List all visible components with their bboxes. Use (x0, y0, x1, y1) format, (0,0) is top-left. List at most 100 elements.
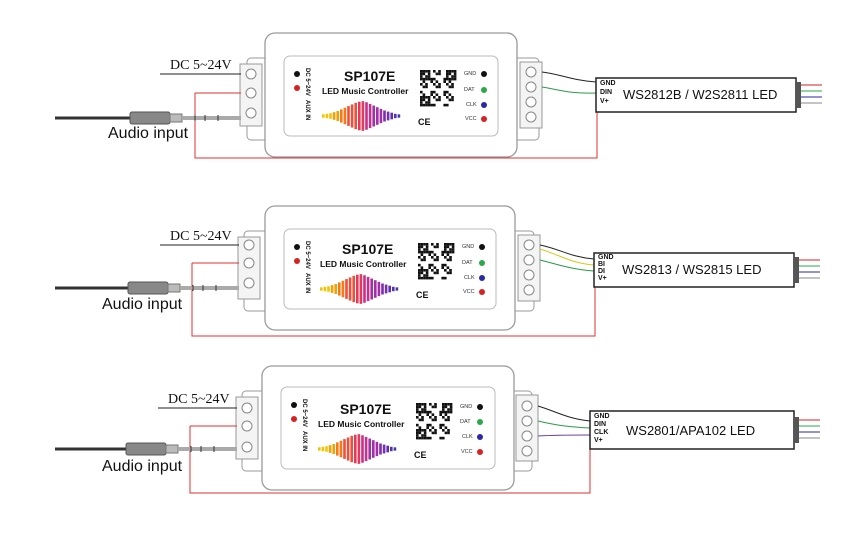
qr-module (436, 256, 439, 259)
controller-pin-gnd: GND (460, 404, 473, 410)
qr-module (433, 83, 436, 86)
equalizer-bar (370, 278, 373, 300)
qr-module (444, 256, 447, 259)
strip-output-wires (801, 84, 822, 104)
qr-module (429, 423, 432, 427)
strip-pin-di: DI (598, 268, 605, 275)
backup-data-wire (539, 248, 595, 266)
controller-aux-side-label: AUX IN (304, 273, 310, 294)
qr-module (438, 83, 441, 86)
strip-type-label: WS2812B / W2S2811 LED (623, 87, 778, 102)
qr-module (453, 70, 457, 73)
qr-module (416, 431, 419, 435)
qr-module (430, 93, 433, 96)
qr-module (423, 405, 427, 409)
qr-module (418, 243, 421, 246)
pin-indicator-dots (294, 71, 487, 122)
equalizer-bar (339, 440, 343, 458)
strip-pin-clk: CLK (594, 429, 609, 436)
equalizer-bar (372, 105, 375, 127)
qr-module (443, 80, 446, 83)
qr-module (431, 405, 435, 409)
qr-module (433, 103, 436, 107)
qr-module (448, 85, 452, 89)
qr-module (418, 248, 421, 251)
strip-type-label: WS2813 / WS2815 LED (622, 262, 762, 277)
qr-module (438, 96, 441, 99)
qr-module (425, 245, 429, 249)
qr-module (422, 80, 426, 83)
equalizer-bar (384, 284, 388, 294)
qr-module (444, 410, 448, 414)
qr-module (431, 276, 434, 280)
qr-module (423, 408, 427, 411)
controller-pin-clk: CLK (462, 434, 473, 440)
qr-module (426, 426, 429, 429)
qr-module (436, 271, 439, 275)
led-strip-connector (595, 77, 797, 113)
qr-module (443, 77, 446, 81)
qr-module (420, 271, 424, 275)
qr-module (442, 423, 445, 427)
equalizer-bar (386, 445, 389, 453)
equalizer-bar (363, 275, 366, 303)
qr-module (416, 436, 419, 440)
qr-module (423, 248, 426, 251)
qr-module (451, 85, 454, 89)
equalizer-bar (372, 440, 375, 458)
qr-module (418, 269, 421, 272)
equalizer-bar (356, 274, 359, 304)
qr-module (447, 403, 450, 406)
qr-module (444, 405, 448, 409)
audio-jack (55, 111, 241, 125)
equalizer-bar (320, 287, 323, 291)
qr-module (427, 72, 431, 76)
qr-module (446, 258, 450, 262)
qr-module (442, 436, 445, 440)
equalizer-bar (394, 113, 397, 119)
qr-module (425, 276, 429, 280)
dc-input-label: DC 5~24V (168, 392, 230, 407)
qr-module (420, 70, 423, 73)
strip-pin-vplus: V+ (594, 437, 603, 444)
pin-indicator-dots (291, 402, 483, 455)
equalizer-bar (345, 279, 348, 299)
qr-module (446, 243, 450, 246)
equalizer-bar (323, 286, 327, 292)
pin-indicator-dots (294, 244, 485, 295)
qr-module (449, 271, 452, 275)
qr-module (451, 77, 454, 81)
qr-module (426, 436, 429, 440)
qr-module (433, 90, 436, 94)
qr-module (422, 85, 426, 89)
left-terminal-screws (245, 68, 257, 119)
equalizer-bar (386, 111, 390, 121)
left-terminal-screws (243, 239, 255, 289)
equalizer-graphic (320, 274, 399, 304)
equalizer-bar (336, 442, 339, 456)
qr-module (442, 405, 445, 409)
right-terminal-block (517, 234, 541, 302)
qr-module (431, 269, 434, 272)
qr-module (425, 75, 428, 78)
qr-module (428, 266, 431, 269)
data-wire (541, 86, 597, 94)
led-strip-end (794, 257, 799, 283)
qr-module (453, 75, 457, 78)
qr-module (431, 250, 434, 254)
equalizer-bar (343, 439, 346, 459)
qr-module (416, 405, 419, 409)
qr-module (439, 426, 442, 429)
right-terminal-screws (525, 66, 537, 123)
strip-type-label: WS2801/APA102 LED (626, 423, 756, 438)
qr-module (439, 423, 442, 427)
qr-module (428, 276, 431, 280)
qr-module (425, 101, 428, 104)
qr-module (451, 245, 455, 249)
strip-pin-gnd: GND (598, 254, 614, 261)
qr-module (422, 103, 426, 107)
qr-module (430, 77, 433, 81)
strip-pin-gnd: GND (600, 80, 616, 87)
qr-module (425, 274, 429, 277)
qr-module (430, 80, 433, 83)
